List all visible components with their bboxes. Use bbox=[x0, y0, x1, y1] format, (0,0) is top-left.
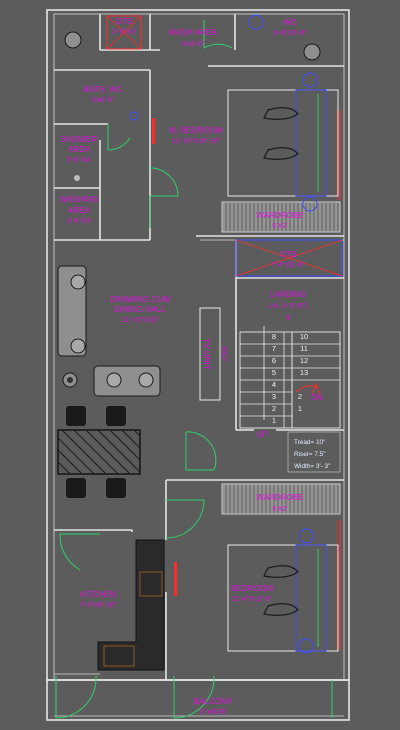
stair-right-12: 12 bbox=[300, 356, 308, 365]
bedroom-size: 11'-4"X12'-6" bbox=[232, 594, 273, 603]
stair-left-2: 2 bbox=[272, 404, 276, 413]
shower-area-size: 3'-6"X4' bbox=[67, 155, 92, 164]
bedroom-bed bbox=[227, 528, 339, 654]
sofa-set bbox=[57, 265, 161, 397]
ots-top-name: OTS bbox=[116, 17, 133, 26]
shower-area-name2: AREA bbox=[68, 145, 91, 154]
master-bed bbox=[227, 72, 339, 212]
stair-left-4: 4 bbox=[272, 380, 276, 389]
bedroom-name: BEDROOM bbox=[231, 584, 273, 593]
balcony-name: BALCONY bbox=[193, 697, 233, 706]
stair-right-10: 10 bbox=[300, 332, 308, 341]
kitchen-name: KITCHEN bbox=[80, 590, 116, 599]
stair-right-13: 13 bbox=[300, 368, 308, 377]
wardrobe-bottom-size: 6'X2' bbox=[272, 504, 288, 513]
stair-left-6: 6 bbox=[272, 356, 276, 365]
staircase bbox=[239, 326, 341, 473]
stair-right-11: 11 bbox=[300, 344, 308, 353]
master-bedroom-name: M. BEDROOM bbox=[169, 126, 223, 135]
stair-left-8: 8 bbox=[272, 332, 276, 341]
bath-wc-size: 6'x8'-6" bbox=[91, 95, 115, 104]
stair-right-2: 2 bbox=[298, 392, 302, 401]
tv-unit-name: TV UNIT bbox=[202, 338, 211, 370]
room-labels: OTS 2'-6"X3' WASH AREA 6'x3'-6" WC 6'-6"… bbox=[60, 17, 308, 716]
wardrobe-top-size: 6'X2' bbox=[272, 221, 288, 230]
drawing-dining-size: 11'-10"X20' bbox=[122, 315, 159, 324]
ots-top-size: 2'-6"X3' bbox=[112, 27, 137, 36]
wardrobe-bottom-hatch bbox=[221, 483, 341, 515]
stair-up-label: UP bbox=[256, 430, 268, 439]
table-hatch-line bbox=[73, 429, 119, 475]
kitchen-size: 7'-6"X8'-10" bbox=[79, 600, 117, 609]
bath-wc-name: BATH, WC bbox=[83, 85, 123, 94]
stair-left-1: 1 bbox=[272, 416, 276, 425]
stair-right-1: 1 bbox=[298, 404, 302, 413]
drawing-dining-name1: DRAWING CUM bbox=[110, 295, 170, 304]
sanitary-fixtures bbox=[62, 14, 321, 388]
wardrobe-bottom-name: WARDROBE bbox=[256, 493, 304, 502]
table-hatch-line bbox=[97, 429, 141, 473]
table-hatch-line bbox=[57, 449, 83, 475]
table-hatch-line bbox=[133, 429, 141, 437]
tv-unit-size: 6X2' bbox=[220, 347, 229, 362]
table-hatch-line bbox=[85, 429, 131, 475]
table-hatch-line bbox=[61, 429, 107, 475]
table-hatch-line bbox=[57, 461, 71, 475]
washing-area-name2: AREA bbox=[68, 206, 91, 215]
windows bbox=[152, 110, 341, 650]
washing-area-size: 3'-6"X3' bbox=[67, 216, 92, 225]
ots-mid-box bbox=[235, 239, 343, 277]
landing-name: LANDING bbox=[270, 290, 306, 299]
stair-tread: Tread= 10" bbox=[294, 439, 325, 446]
stair-left-7: 7 bbox=[272, 344, 276, 353]
table-hatch-line bbox=[57, 437, 95, 475]
ots-top-box bbox=[106, 15, 142, 50]
landing-level: Lvl. (+ 5'-6") bbox=[269, 301, 307, 310]
table-hatch-line bbox=[121, 429, 141, 449]
table-hatch-line bbox=[109, 429, 141, 461]
wash-area-name: WASH AREA bbox=[169, 28, 218, 37]
wardrobe-top-hatch bbox=[221, 201, 341, 233]
ots-mid-size: 7'-4"X2'-6" bbox=[271, 260, 305, 269]
outer-walls bbox=[46, 9, 350, 721]
stair-riser: Riser= 7.5" bbox=[294, 451, 326, 458]
wardrobe-top-name: WARDROBE bbox=[256, 211, 304, 220]
washing-area-name1: WASHING bbox=[60, 195, 99, 204]
landing-step: 9 bbox=[286, 313, 290, 322]
kitchen-counter bbox=[97, 539, 165, 671]
wc-name: WC bbox=[283, 18, 297, 27]
stair-numbers: 8 7 6 5 4 3 2 1 10 11 12 13 2 1 UP DN Tr… bbox=[256, 332, 330, 470]
doors bbox=[55, 20, 333, 719]
dining-table bbox=[57, 406, 141, 498]
ots-mid-name: OTS bbox=[280, 250, 297, 259]
stair-left-3: 3 bbox=[272, 392, 276, 401]
wc-size: 6'-6"X3'-6" bbox=[273, 28, 307, 37]
tv-unit-cabinet bbox=[199, 307, 221, 401]
wash-area-size: 6'x3'-6" bbox=[181, 39, 205, 48]
master-bedroom-size: 12'-10"X10'-10" bbox=[171, 136, 221, 145]
stair-left-5: 5 bbox=[272, 368, 276, 377]
drawing-dining-name2: DINING HALL bbox=[114, 305, 166, 314]
stair-down-label: DN bbox=[311, 393, 323, 402]
balcony-size: 3' WIDE bbox=[200, 707, 226, 716]
stair-width: Width= 3'- 3" bbox=[294, 463, 330, 470]
shower-area-name1: SHOWER bbox=[61, 135, 98, 144]
